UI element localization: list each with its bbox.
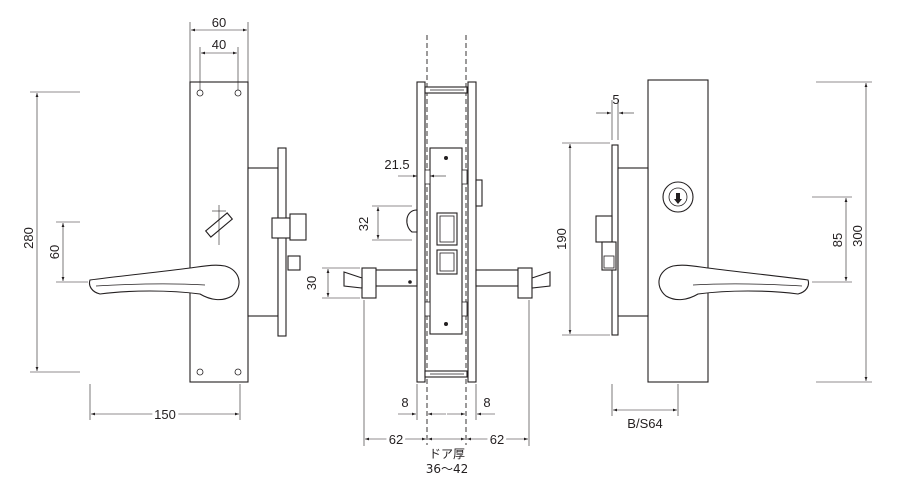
front-lock-case (247, 167, 279, 317)
rear-lock-case (611, 144, 619, 336)
dim-projection-62-right: 62 (490, 432, 504, 447)
side-view: 21.5 32 30 8 8 62 62 ドア厚 36～42 (304, 35, 551, 476)
rear-lever-handle (658, 264, 810, 301)
dim-plate-height: 280 (21, 227, 36, 249)
front-lever-handle (88, 264, 240, 301)
side-lever-left (343, 267, 418, 299)
dim-gap-5: 5 (612, 92, 619, 107)
dim-plate-width: 60 (212, 15, 226, 30)
dim-plate-300: 300 (850, 225, 865, 247)
dim-backset-215: 21.5 (384, 157, 409, 172)
dim-hole-pitch: 40 (212, 37, 226, 52)
dim-plate-8-right: 8 (483, 395, 490, 410)
door-thickness-label: ドア厚 (429, 447, 465, 461)
rear-view: 5 190 85 300 B/S64 (551, 79, 872, 431)
side-lever-right (475, 267, 551, 299)
dim-backset-bs64: B/S64 (627, 416, 662, 431)
dim-deadbolt-32: 32 (356, 217, 371, 231)
dim-cylinder-85: 85 (830, 233, 845, 247)
front-view: 60 40 280 60 150 (21, 15, 307, 425)
dim-plate-8-left: 8 (401, 395, 408, 410)
rear-escutcheon-plate (647, 79, 709, 383)
dim-lever-30: 30 (304, 276, 319, 290)
door-thickness-range: 36～42 (426, 462, 469, 476)
front-thumbturn (204, 205, 234, 245)
dim-case-190: 190 (554, 228, 569, 250)
dim-keyhole-offset: 60 (47, 245, 62, 259)
dim-lever-length: 150 (154, 407, 176, 422)
dim-projection-62-left: 62 (389, 432, 403, 447)
